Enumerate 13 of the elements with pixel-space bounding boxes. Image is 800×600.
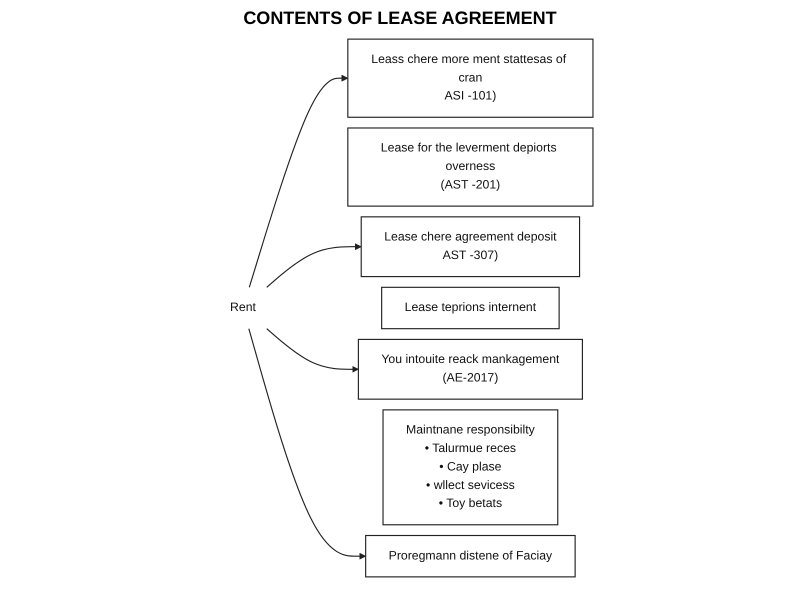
arrow: [248, 74, 348, 288]
node-box: Leass chere more ment stattesas of cran ASI -101): [347, 38, 594, 118]
node-text: Rent: [230, 301, 256, 314]
arrow: [248, 328, 366, 560]
node-box: Lease teprions internent: [381, 286, 560, 330]
node-box: Maintnane responsibilty • Talurmue reces • Cay plase • wllect sevicess • Toy betats: [382, 409, 558, 526]
node-box: Lease for the leverment depiorts overness (AST -201): [347, 127, 594, 207]
node-box: Lease chere agreement deposit AST -307): [360, 216, 580, 278]
node-box: You intouite reack mankagement (AE-2017): [358, 338, 583, 400]
diagram-title: CONTENTS OF LEASE AGREEMENT: [242, 8, 558, 29]
node-box: Proregmann distene of Faciay: [365, 534, 576, 578]
arrow: [266, 328, 359, 373]
arrow: [266, 243, 362, 288]
